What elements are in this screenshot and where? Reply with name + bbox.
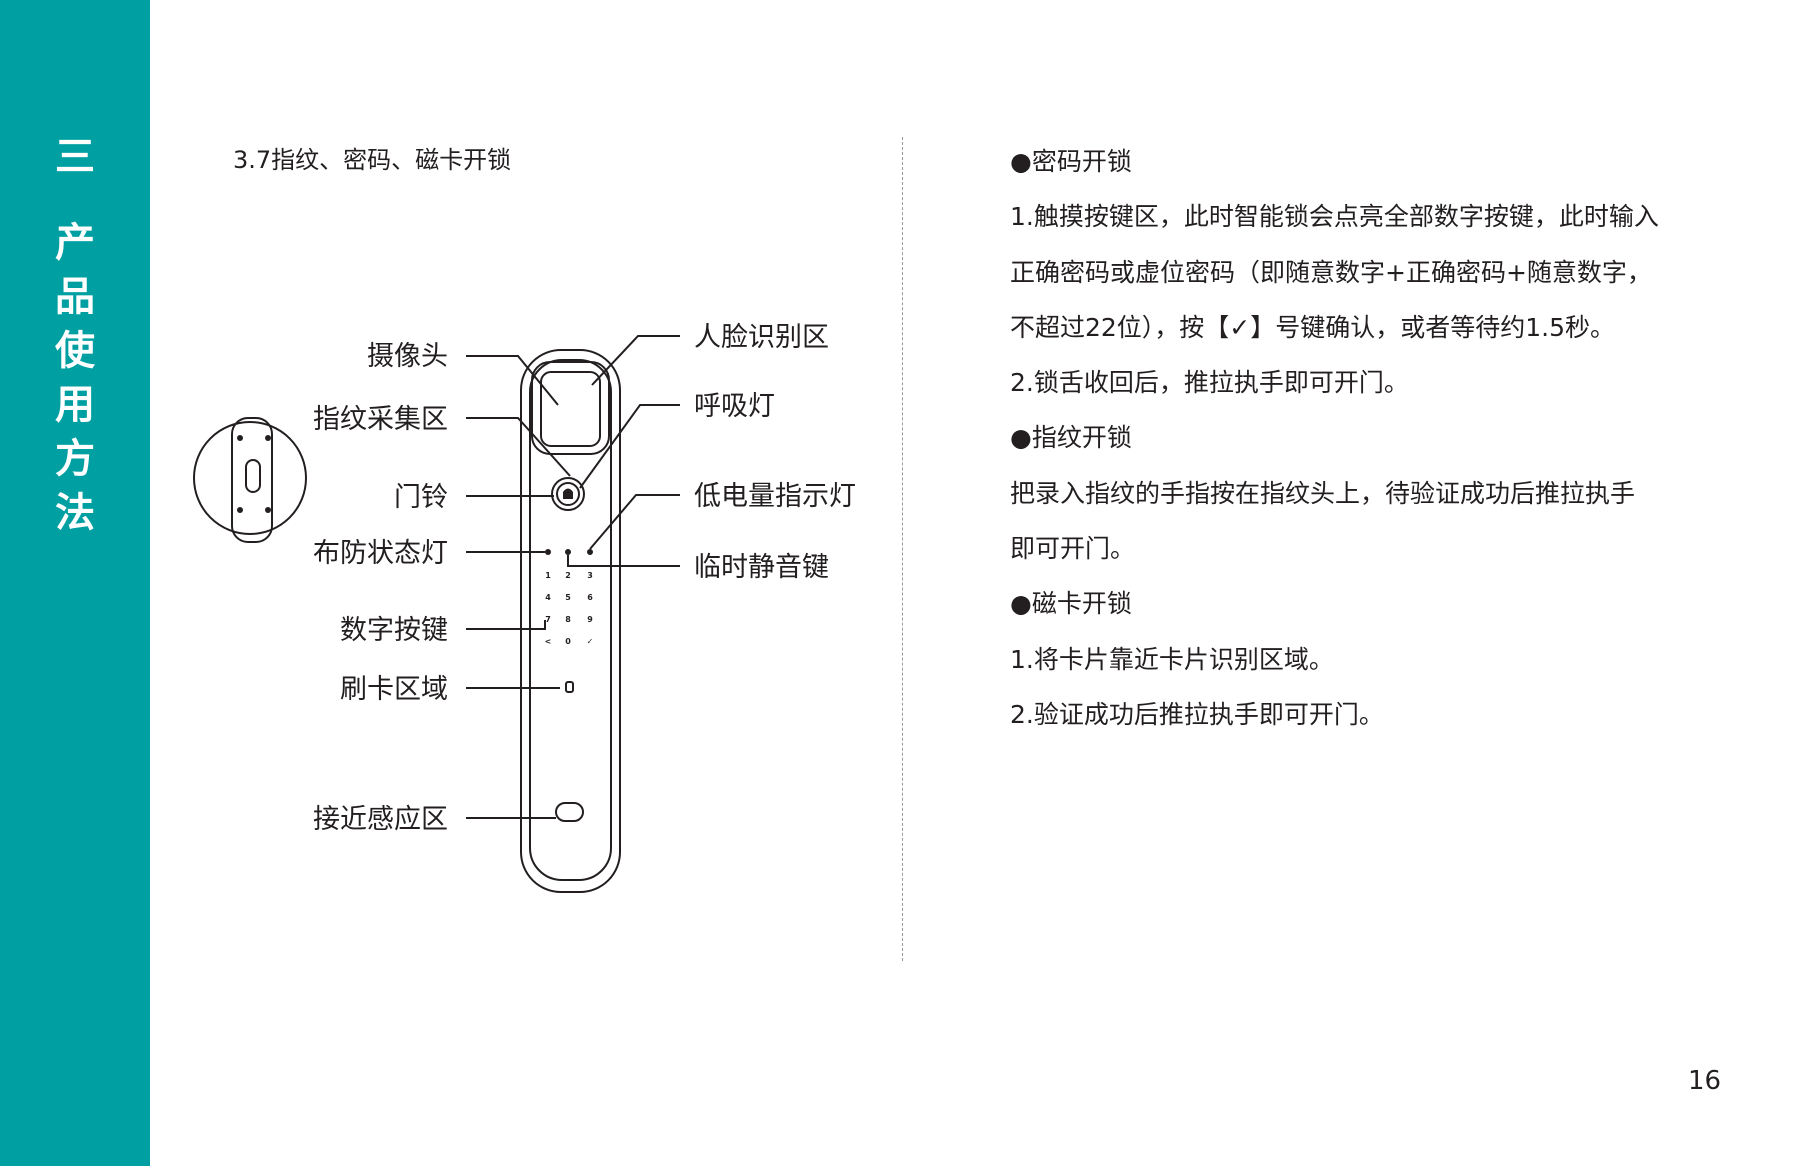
chapter-char: 方: [55, 436, 95, 482]
mute-key-dot: [565, 549, 571, 555]
instruction-heading: ●指纹开锁: [1010, 423, 1132, 453]
keypad-key: 8: [565, 615, 571, 624]
inset-fingerprint: [245, 459, 261, 493]
label-fingerprint-area: 指纹采集区: [313, 404, 448, 435]
leader-line: [466, 355, 559, 406]
chapter-char: 品: [55, 274, 95, 320]
leader-line: [589, 494, 680, 550]
chapter-char: 产: [55, 220, 95, 266]
label-face-recognition: 人脸识别区: [694, 322, 829, 353]
camera-window-outer: [531, 361, 610, 455]
keypad-key: ✓: [587, 637, 594, 646]
keypad-key: 2: [565, 571, 571, 580]
keypad-key: 3: [587, 571, 593, 580]
instruction-line: 正确密码或虚位密码（即随意数字+正确密码+随意数字，: [1010, 257, 1652, 287]
leader-line: [466, 620, 546, 630]
instruction-line: 把录入指纹的手指按在指纹头上，待验证成功后推拉执手: [1010, 478, 1636, 508]
keypad-key: 0: [565, 637, 571, 646]
inset-led-dot: [237, 435, 243, 441]
instruction-line: 不超过22位），按【✓】号键确认，或者等待约1.5秒。: [1010, 312, 1616, 342]
chapter-title: 三 产 品 使 用 方 法: [0, 130, 150, 540]
arming-status-light: [545, 549, 551, 555]
label-low-battery-light: 低电量指示灯: [694, 481, 856, 512]
chapter-sidebar: 三 产 品 使 用 方 法: [0, 0, 150, 1166]
label-temp-mute-key: 临时静音键: [694, 552, 829, 583]
doorbell-ring-outer: [551, 477, 585, 511]
instruction-heading: ●磁卡开锁: [1010, 589, 1132, 619]
chapter-char: 用: [55, 382, 95, 428]
inset-lock-edge: [231, 417, 273, 543]
proximity-sensor: [555, 802, 584, 822]
chapter-char: 法: [55, 490, 95, 536]
label-proximity-sensor: 接近感应区: [313, 804, 448, 835]
column-divider: [902, 137, 903, 961]
keypad-key: <: [545, 637, 552, 646]
leader-line: [579, 404, 680, 489]
inset-led-dot: [265, 435, 271, 441]
card-reader-icon: [565, 681, 574, 693]
label-doorbell: 门铃: [394, 482, 448, 513]
leader-line: [466, 417, 571, 477]
instruction-line: 1.将卡片靠近卡片识别区域。: [1010, 644, 1334, 674]
keypad-key: 7: [545, 615, 551, 624]
camera-window-inner: [540, 371, 601, 447]
lock-body-inner: [529, 359, 612, 881]
label-breathing-light: 呼吸灯: [694, 391, 775, 422]
label-number-keys: 数字按键: [340, 615, 448, 646]
instruction-line: 即可开门。: [1010, 534, 1136, 564]
label-arming-status-light: 布防状态灯: [313, 538, 448, 569]
doorbell-bell-icon: [563, 488, 573, 499]
chapter-char: 使: [55, 328, 95, 374]
doorbell-ring-inner: [556, 482, 580, 506]
keypad-key: 1: [545, 571, 551, 580]
lock-body-outer: [520, 349, 621, 893]
keypad-key: 9: [587, 615, 593, 624]
leader-line: [591, 335, 680, 386]
inset-led-dot: [265, 507, 271, 513]
instruction-heading: ●密码开锁: [1010, 147, 1132, 176]
lock-diagram: 1 2 3 4 5 6 7 8 9 < 0 ✓ 摄像头 指纹采集区 门铃 布防状…: [193, 322, 856, 893]
page-number: 16: [1688, 1066, 1722, 1096]
instructions: ●密码开锁 1.触摸按键区，此时智能锁会点亮全部数字按键，此时输入 正确密码或虚…: [1010, 134, 1710, 742]
keypad-key: 5: [565, 593, 571, 602]
instruction-line: 2.锁舌收回后，推拉执手即可开门。: [1010, 368, 1409, 398]
section-heading: 3.7指纹、密码、磁卡开锁: [233, 146, 512, 174]
label-card-area: 刷卡区域: [340, 674, 448, 705]
inset-detail-circle: [193, 421, 307, 535]
label-camera: 摄像头: [367, 341, 448, 372]
low-battery-light: [587, 549, 593, 555]
instruction-line: 1.触摸按键区，此时智能锁会点亮全部数字按键，此时输入: [1010, 202, 1659, 232]
keypad-key: 6: [587, 593, 593, 602]
leader-line: [567, 555, 680, 567]
instruction-line: 2.验证成功后推拉执手即可开门。: [1010, 699, 1384, 729]
chapter-number: 三: [55, 134, 95, 180]
inset-led-dot: [237, 507, 243, 513]
keypad-key: 4: [545, 593, 551, 602]
